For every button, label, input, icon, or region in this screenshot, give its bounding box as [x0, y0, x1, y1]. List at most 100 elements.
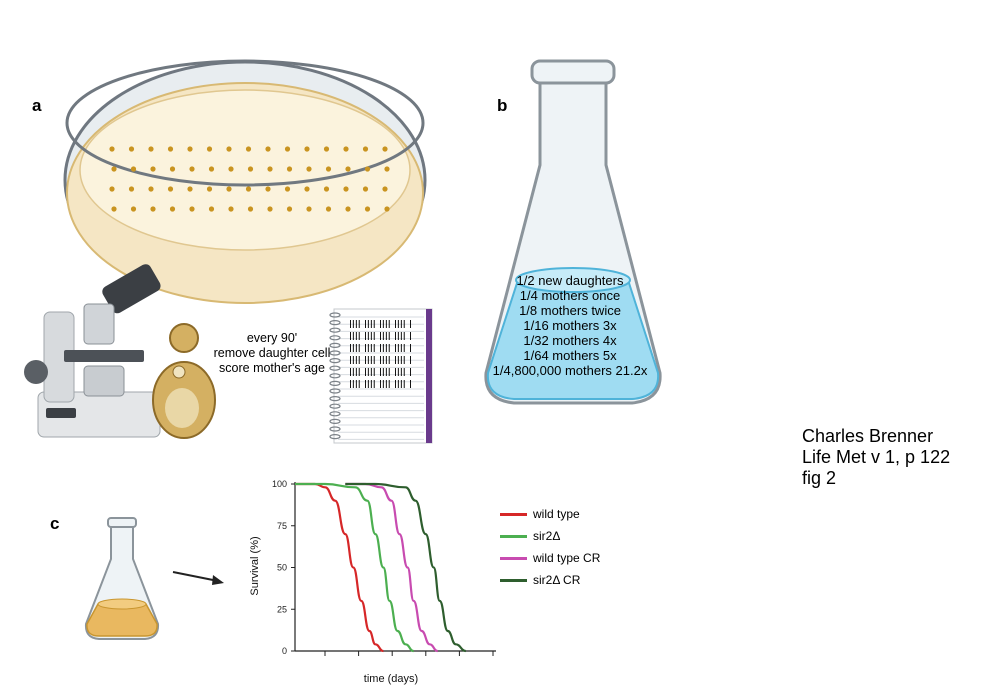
yeast-cell-icon	[152, 323, 216, 439]
colony-dot	[109, 186, 115, 192]
legend-label: sir2Δ	[533, 529, 561, 543]
notebook-ring	[329, 342, 341, 349]
colony-dot	[148, 186, 154, 192]
colony-dot	[130, 166, 137, 172]
flask-line-7: 1/4,800,000 mothers 21.2x	[492, 363, 648, 378]
series-line-4	[345, 482, 466, 653]
legend-label: wild type	[533, 507, 580, 521]
series-line-3	[345, 482, 438, 653]
colony-dot	[345, 166, 351, 172]
notebook-ring	[329, 312, 341, 318]
colony-dot	[265, 186, 271, 192]
colony-dot	[306, 206, 312, 212]
colony-dot	[128, 186, 135, 192]
colony-dot	[150, 206, 156, 212]
colony-dot	[109, 146, 115, 152]
notebook-ring	[329, 403, 341, 409]
flask-line-4: 1/16 mothers 3x	[523, 318, 617, 333]
series-line-2	[295, 482, 414, 653]
erlenmeyer-flask-small	[84, 517, 160, 640]
flask-line-3: 1/8 mothers twice	[519, 303, 621, 318]
colony-dot	[265, 146, 271, 152]
colony-dot	[226, 186, 232, 192]
panel-label-c: c	[50, 514, 60, 533]
notebook-ring	[329, 365, 341, 371]
colony-dot	[169, 166, 176, 172]
colony-dot	[325, 206, 332, 212]
notebook-ring	[329, 327, 341, 333]
y-axis-title: Survival (%)	[249, 536, 261, 595]
colony-dot	[364, 206, 371, 212]
colony-dot	[343, 146, 349, 152]
legend-swatch	[500, 578, 527, 582]
colony-dot	[169, 206, 176, 212]
colony-dot	[245, 186, 252, 192]
colony-dot	[148, 146, 154, 152]
colony-dot	[228, 206, 234, 212]
erlenmeyer-flask-large	[484, 59, 662, 405]
colony-dot	[226, 146, 232, 152]
notebook-ring	[329, 320, 341, 326]
tally-row-1: ꞁꞁꞁꞁ ꞁꞁꞁꞁ ꞁꞁꞁꞁ ꞁꞁꞁꞁ ꞁ	[349, 317, 412, 329]
protocol-text-1: every 90'	[246, 331, 298, 345]
colony-dot	[323, 146, 330, 152]
colony-dot	[187, 186, 193, 192]
colony-dot	[189, 206, 195, 212]
microscope-icon	[24, 264, 161, 438]
colony-dot	[286, 206, 293, 212]
x-axis-title: time (days)	[364, 673, 418, 685]
colony-dot	[343, 186, 349, 192]
colony-dot	[208, 166, 215, 172]
colony-dot	[247, 206, 254, 212]
flask-line-6: 1/64 mothers 5x	[523, 348, 617, 363]
colony-dot	[304, 186, 310, 192]
colony-dot	[306, 166, 312, 172]
notebook-ring	[329, 418, 341, 425]
legend-swatch	[500, 556, 527, 560]
colony-dot	[323, 186, 330, 192]
y-tick-label: 25	[277, 604, 287, 614]
notebook-ring	[329, 388, 341, 394]
colony-dot	[325, 166, 332, 172]
colony-dot	[189, 166, 195, 172]
colony-dot	[111, 206, 117, 212]
protocol-text-2: remove daughter cell	[213, 346, 331, 360]
colony-dot	[206, 186, 213, 192]
colony-dot	[111, 166, 117, 172]
flask-line-5: 1/32 mothers 4x	[523, 333, 617, 348]
colony-dot	[245, 146, 252, 152]
legend-item-wild-type: wild type	[500, 507, 580, 521]
colony-dot	[167, 186, 174, 192]
colony-dot	[384, 166, 390, 172]
colony-dot	[286, 166, 293, 172]
colony-dot	[150, 166, 156, 172]
legend-label: sir2Δ CR	[533, 573, 581, 587]
protocol-text-3: score mother's age	[219, 361, 325, 375]
notebook-ring	[329, 411, 341, 417]
colony-dot	[345, 206, 351, 212]
colony-dot	[284, 186, 291, 192]
notebook-ring	[329, 380, 341, 387]
notebook-ring	[329, 350, 341, 356]
legend-item-sir2-cr: sir2Δ CR	[500, 573, 580, 587]
notebook-ring	[329, 357, 341, 364]
legend-item-sir2: sir2Δ	[500, 529, 560, 543]
panel-label-a: a	[32, 96, 42, 115]
colony-dot	[206, 146, 213, 152]
tally-row-4: ꞁꞁꞁꞁ ꞁꞁꞁꞁ ꞁꞁꞁꞁ ꞁꞁꞁꞁ ꞁ	[349, 353, 412, 365]
flask-line-1: 1/2 new daughters	[516, 273, 624, 288]
colony-dot	[284, 146, 291, 152]
flask-line-2: 1/4 mothers once	[519, 288, 621, 303]
y-tick-label: 50	[277, 563, 287, 573]
legend-label: wild type CR	[533, 551, 601, 565]
colony-dot	[362, 186, 369, 192]
credit-author: Charles Brenner	[802, 426, 934, 446]
credit-figure: fig 2	[802, 468, 837, 488]
arrow-icon	[172, 571, 224, 585]
petri-dish-illustration	[63, 59, 427, 304]
y-tick-label: 75	[277, 521, 287, 531]
colony-dot	[130, 206, 137, 212]
colony-grid	[109, 146, 390, 212]
tally-row-3: ꞁꞁꞁꞁ ꞁꞁꞁꞁ ꞁꞁꞁꞁ ꞁꞁꞁꞁ ꞁ	[349, 341, 412, 353]
